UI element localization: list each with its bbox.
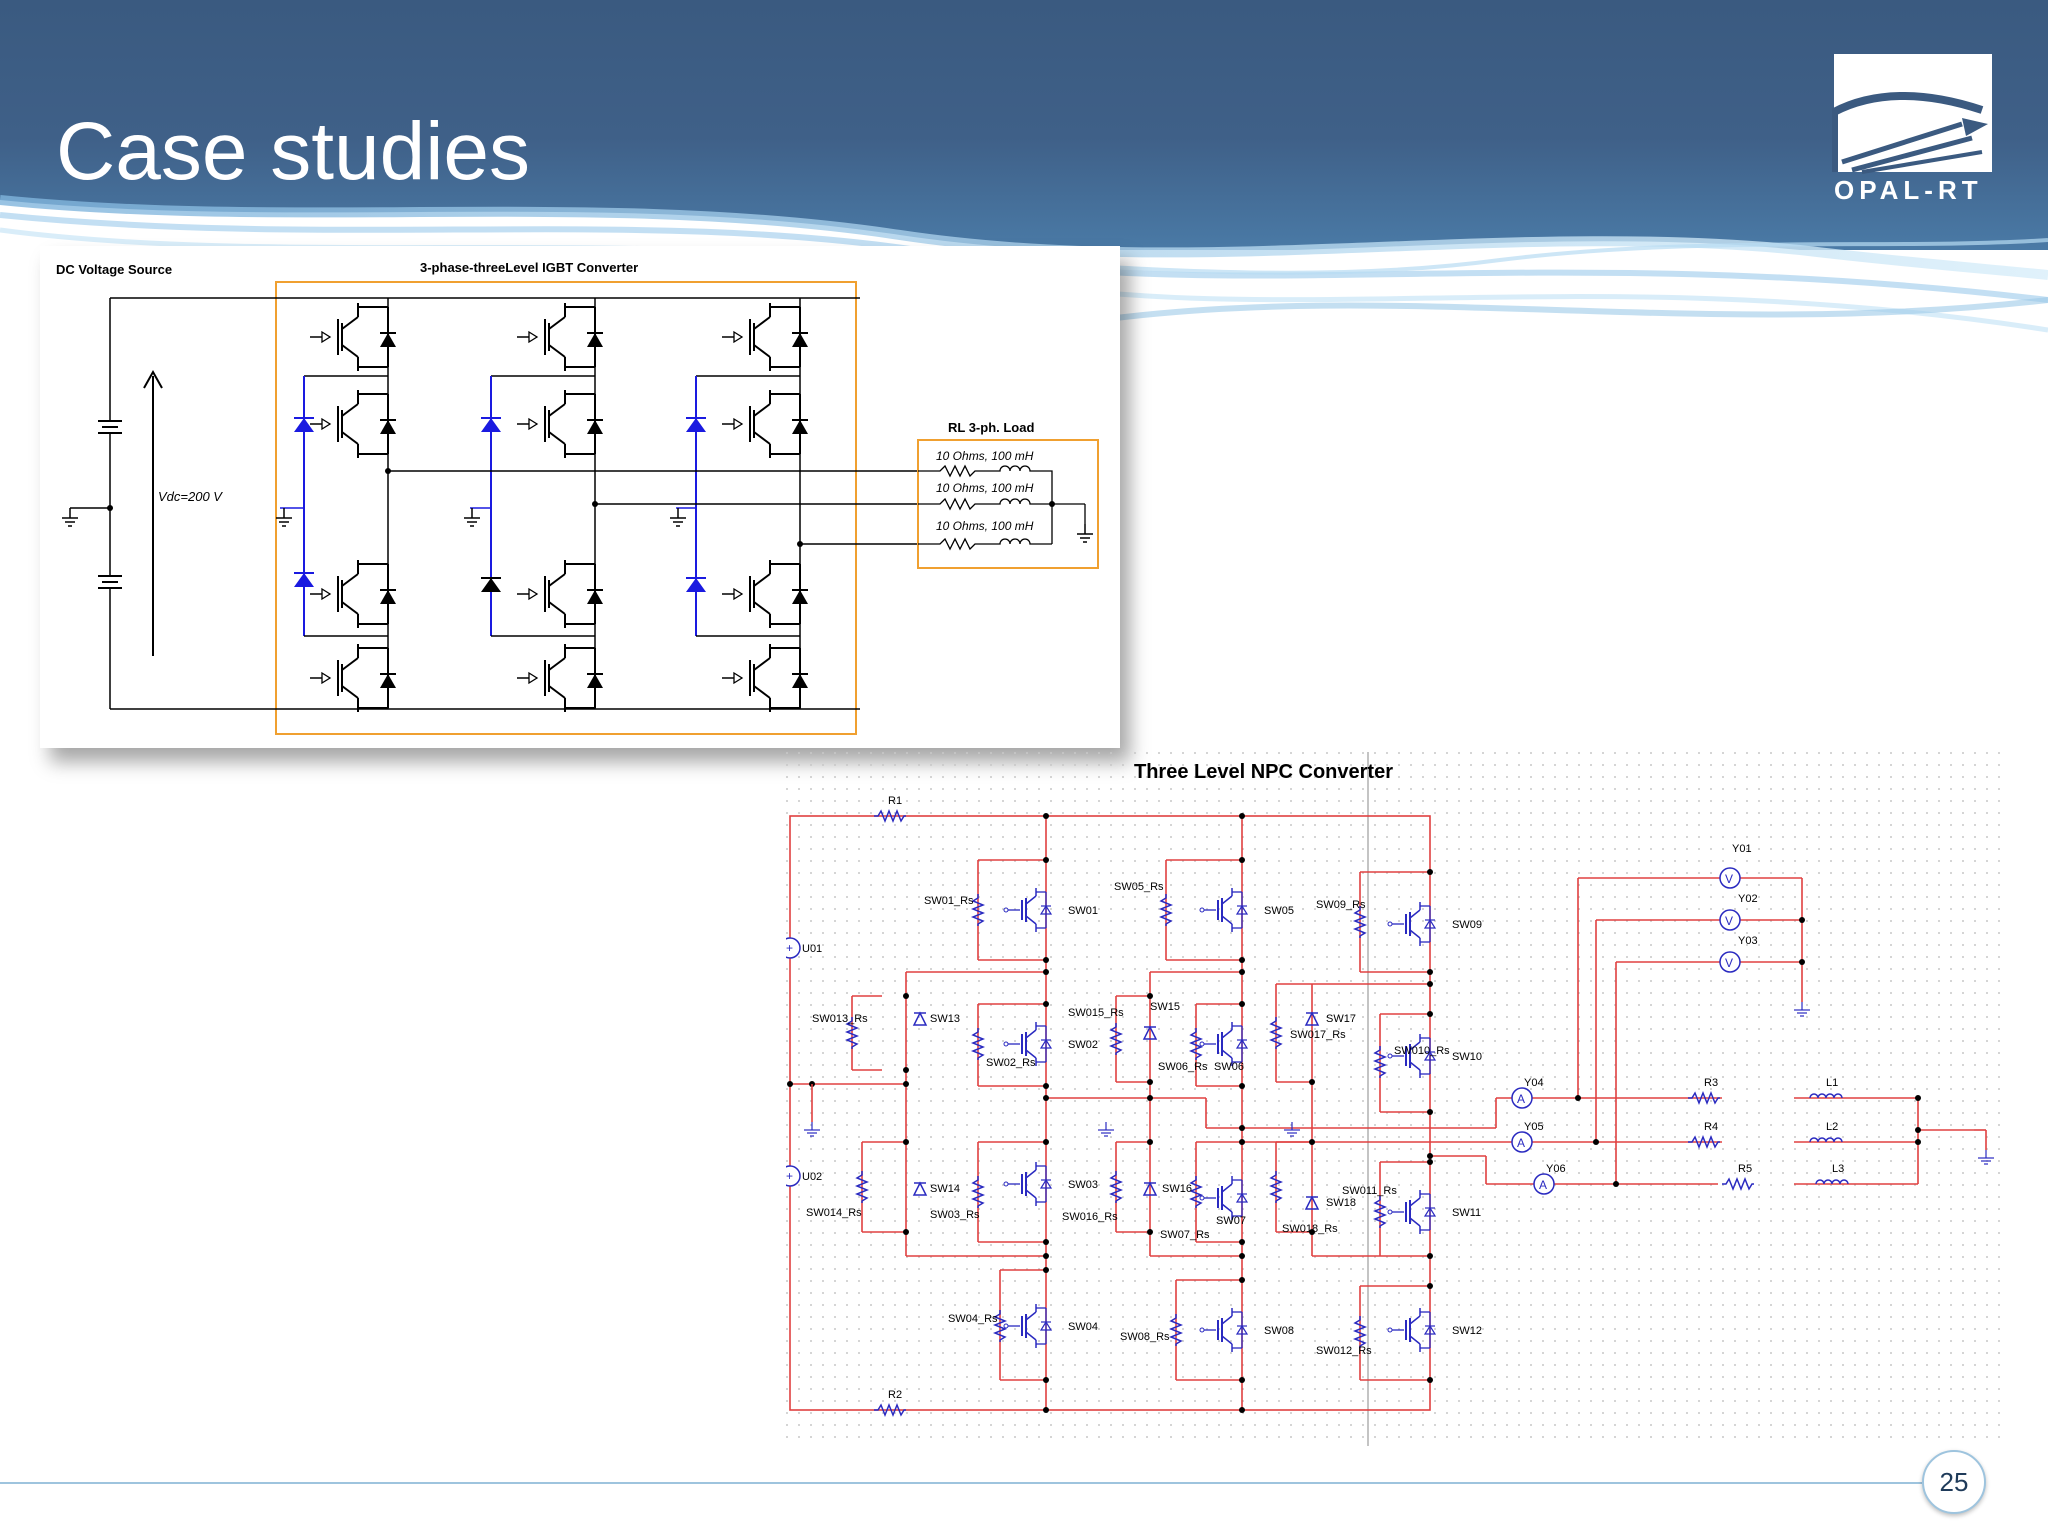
page-number-badge: 25 — [1922, 1450, 1986, 1514]
converter-label: 3-phase-threeLevel IGBT Converter — [420, 260, 638, 275]
label-y05: Y05 — [1524, 1121, 1544, 1133]
label-sw04: SW04 — [1068, 1321, 1098, 1333]
svg-text:A: A — [1517, 1092, 1525, 1106]
npc-title: Three Level NPC Converter — [1134, 761, 1393, 783]
label-sw16: SW16 — [1162, 1183, 1192, 1195]
label-y01: Y01 — [1732, 843, 1752, 855]
svg-text:V: V — [1725, 872, 1733, 886]
label-u02: U02 — [802, 1171, 822, 1183]
vdc-label: Vdc=200 V — [158, 489, 223, 504]
label-sw09-rs: SW09_Rs — [1316, 899, 1366, 911]
phase-leg-a — [275, 298, 397, 713]
label-y06: Y06 — [1546, 1163, 1566, 1175]
label-y03: Y03 — [1738, 935, 1758, 947]
label-sw06-rs: SW06_Rs — [1158, 1061, 1208, 1073]
label-sw02: SW02 — [1068, 1039, 1098, 1051]
source-u01 — [786, 937, 801, 959]
label-r2: R2 — [888, 1389, 902, 1401]
source-u02 — [786, 1165, 801, 1187]
label-sw016-rs: SW016_Rs — [1062, 1211, 1118, 1223]
svg-text:+: + — [786, 941, 793, 955]
label-y04: Y04 — [1524, 1077, 1544, 1089]
label-sw02-rs: SW02_Rs — [986, 1057, 1036, 1069]
label-sw03-rs: SW03_Rs — [930, 1209, 980, 1221]
converter-schematic-image: DC Voltage Source 3-phase-threeLevel IGB… — [40, 246, 1120, 748]
label-sw09: SW09 — [1452, 919, 1482, 931]
label-sw03: SW03 — [1068, 1179, 1098, 1191]
label-sw014-rs: SW014_Rs — [806, 1207, 862, 1219]
label-sw08-rs: SW08_Rs — [1120, 1331, 1170, 1343]
label-l1: L1 — [1826, 1077, 1838, 1089]
label-l2: L2 — [1826, 1121, 1838, 1133]
logo-text: OPAL-RT — [1834, 175, 1983, 205]
label-u01: U01 — [802, 943, 822, 955]
label-sw018-rs: SW018_Rs — [1282, 1223, 1338, 1235]
footer-line — [0, 1482, 1922, 1484]
label-sw010-rs: SW010_Rs — [1394, 1045, 1450, 1057]
label-sw11: SW11 — [1452, 1207, 1481, 1219]
opal-rt-logo — [1832, 54, 1992, 174]
label-sw011-rs: SW011_Rs — [1342, 1185, 1397, 1197]
npc-schematic-image: Three Level NPC Converter — [786, 752, 2002, 1446]
label-sw13: SW13 — [930, 1013, 960, 1025]
svg-text:V: V — [1725, 956, 1733, 970]
svg-text:+: + — [786, 1169, 793, 1183]
svg-text:A: A — [1517, 1136, 1525, 1150]
label-l3: L3 — [1832, 1163, 1844, 1175]
svg-text:V: V — [1725, 914, 1733, 928]
label-sw08: SW08 — [1264, 1325, 1294, 1337]
label-r3: R3 — [1704, 1077, 1718, 1089]
label-sw17: SW17 — [1326, 1013, 1356, 1025]
slide-title: Case studies — [56, 106, 531, 197]
load-line-a: 10 Ohms, 100 mH — [936, 449, 1034, 463]
label-r1: R1 — [888, 795, 902, 807]
label-sw017-rs: SW017_Rs — [1290, 1029, 1346, 1041]
load-label: RL 3-ph. Load — [948, 420, 1034, 435]
label-sw015-rs: SW015_Rs — [1068, 1007, 1124, 1019]
label-sw12: SW12 — [1452, 1325, 1482, 1337]
label-sw06: SW06 — [1214, 1061, 1244, 1073]
load-line-b: 10 Ohms, 100 mH — [936, 481, 1034, 495]
label-sw04-rs: SW04_Rs — [948, 1313, 998, 1325]
label-sw10: SW10 — [1452, 1051, 1482, 1063]
load-line-c: 10 Ohms, 100 mH — [936, 519, 1034, 533]
label-y02: Y02 — [1738, 893, 1758, 905]
label-sw07: SW07 — [1216, 1215, 1246, 1227]
dc-source-label: DC Voltage Source — [56, 262, 172, 277]
label-sw01-rs: SW01_Rs — [924, 895, 974, 907]
converter-box — [275, 281, 857, 735]
voltmeters: V V V — [1719, 867, 1741, 973]
label-sw013-rs: SW013_Rs — [812, 1013, 868, 1025]
phase-leg-b — [463, 298, 604, 713]
label-sw15: SW15 — [1150, 1001, 1180, 1013]
phase-leg-c — [669, 298, 809, 713]
ammeters: A A A — [1511, 1087, 1555, 1195]
label-sw012-rs: SW012_Rs — [1316, 1345, 1372, 1357]
label-sw07-rs: SW07_Rs — [1160, 1229, 1210, 1241]
label-r5: R5 — [1738, 1163, 1752, 1175]
label-sw14: SW14 — [930, 1183, 960, 1195]
label-sw05: SW05 — [1264, 905, 1294, 917]
label-sw05-rs: SW05_Rs — [1114, 881, 1164, 893]
label-r4: R4 — [1704, 1121, 1718, 1133]
label-sw18: SW18 — [1326, 1197, 1356, 1209]
label-sw01: SW01 — [1068, 905, 1098, 917]
svg-text:A: A — [1539, 1178, 1547, 1192]
